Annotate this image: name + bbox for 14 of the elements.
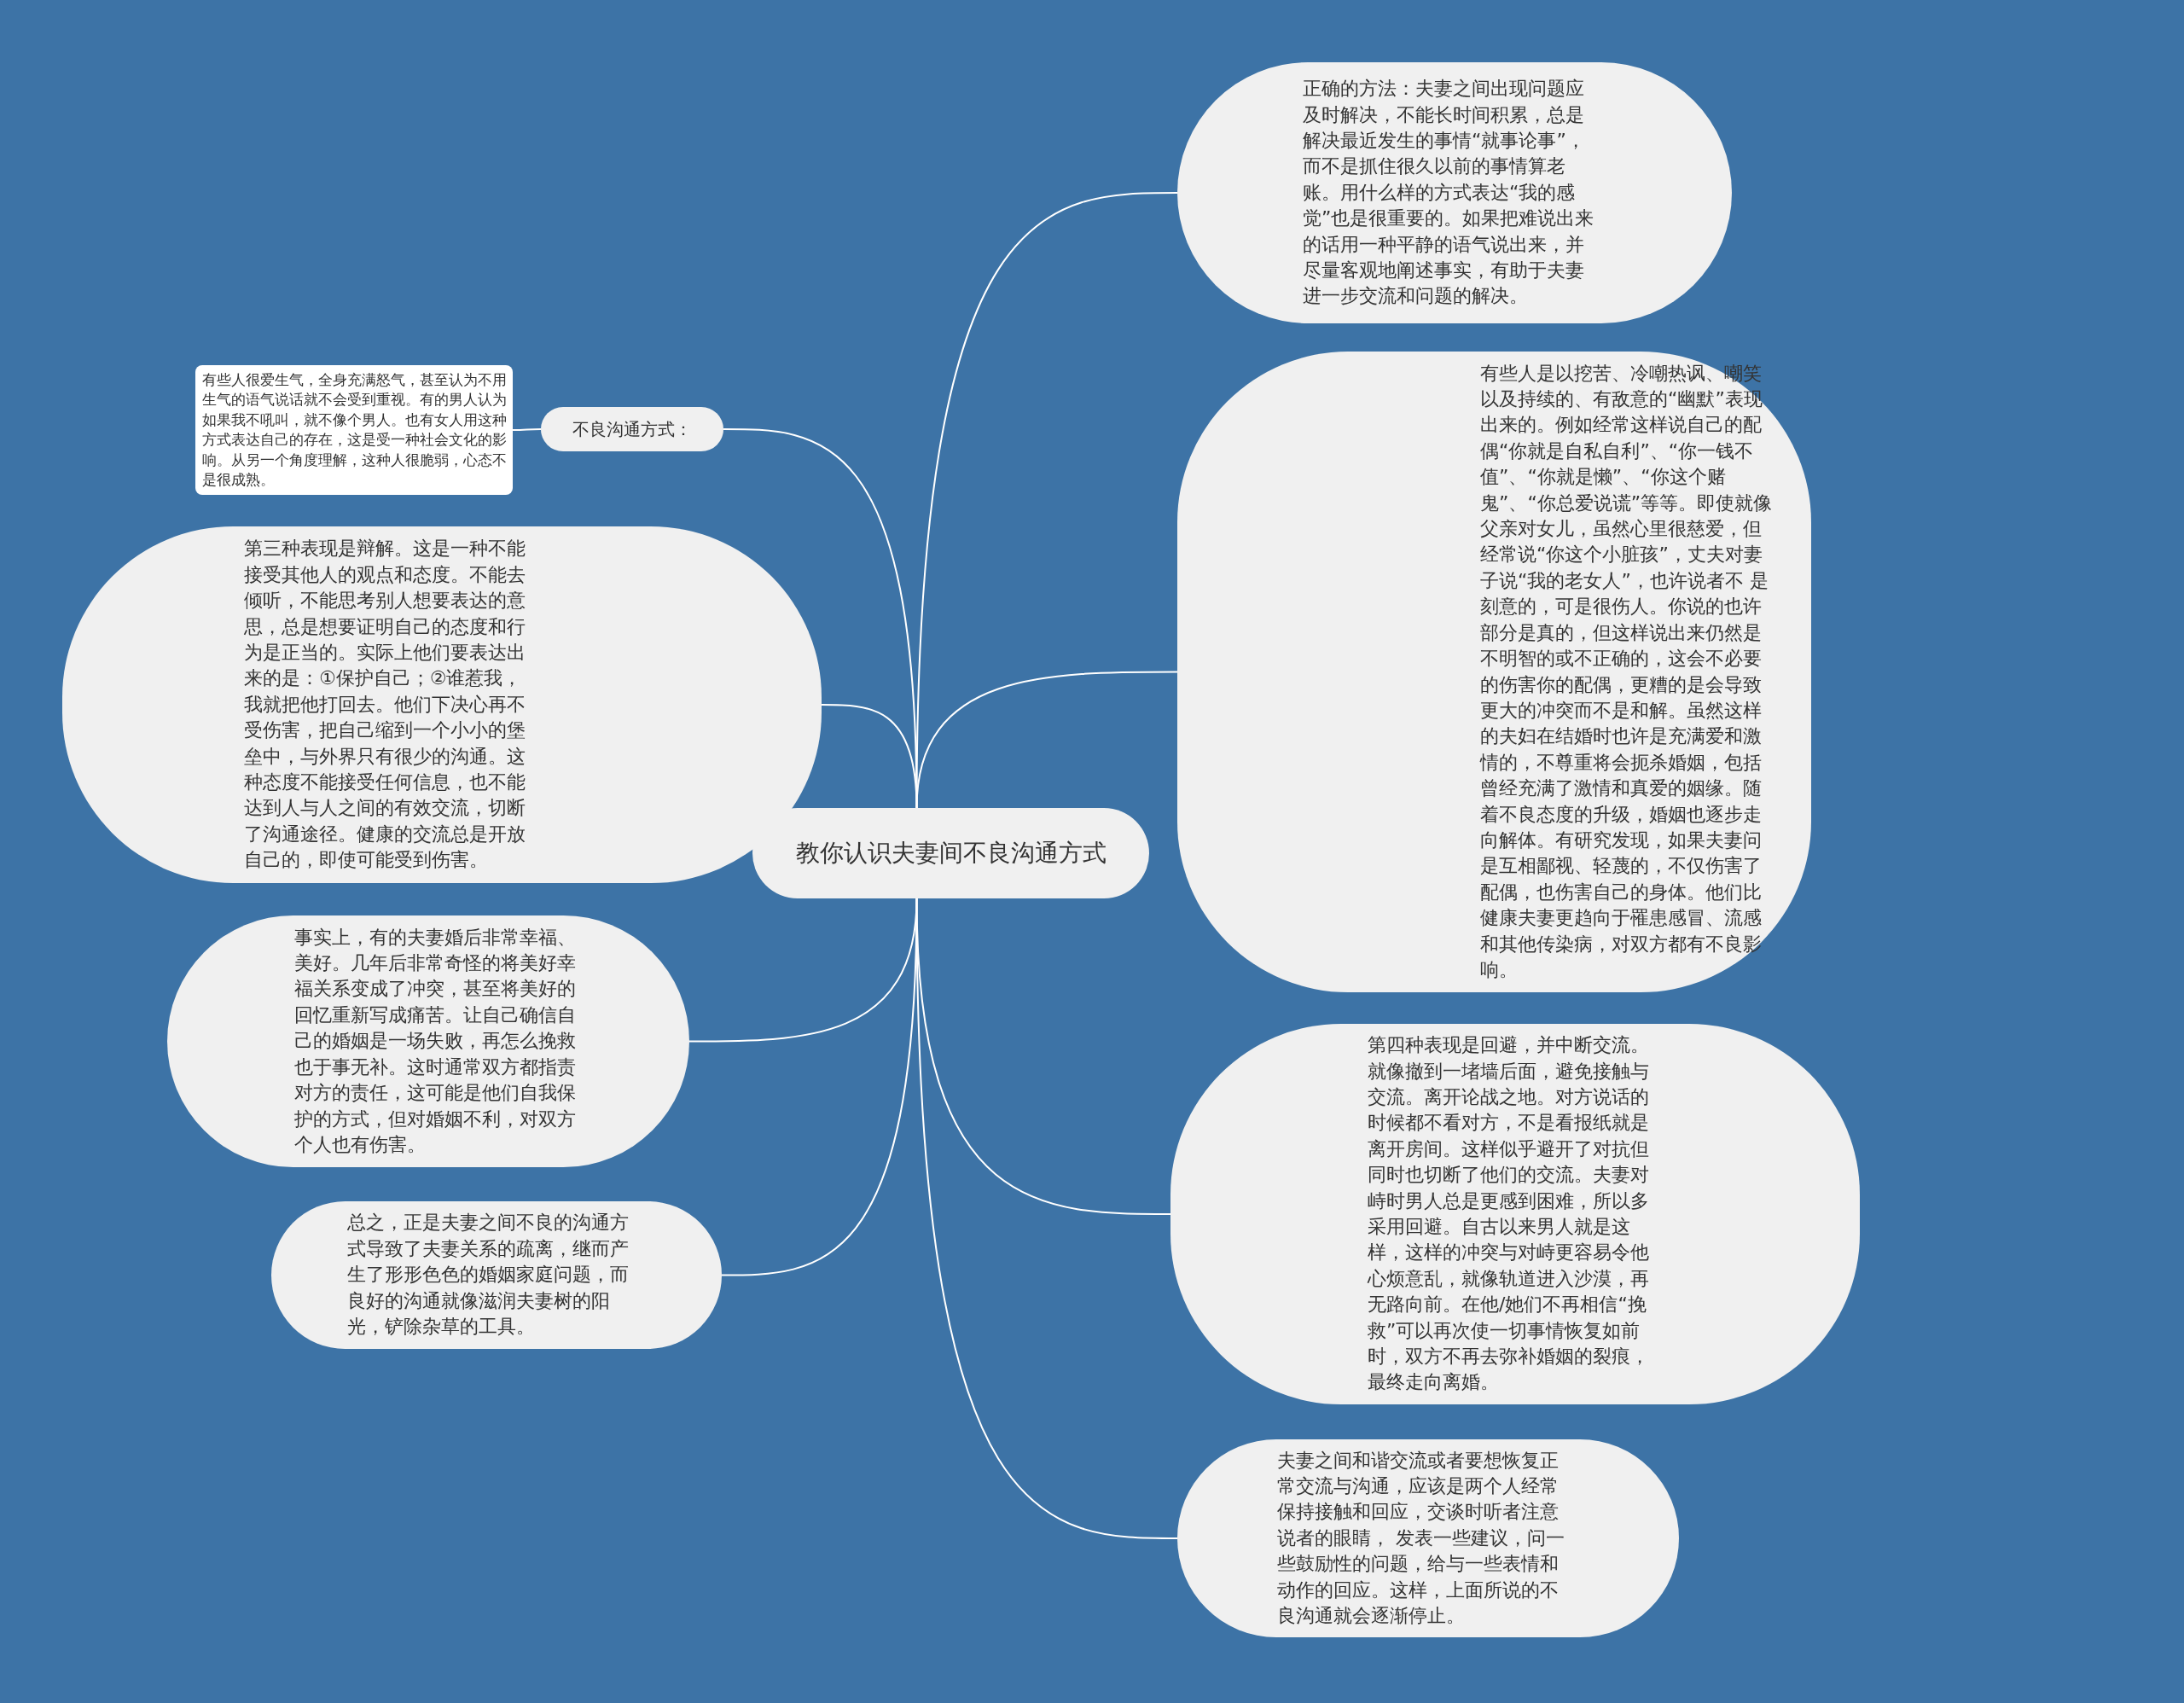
connector-line (721, 898, 918, 1276)
connector-line (821, 704, 918, 809)
topic-bubble: 事实上，有的夫妻婚后非常幸福、美好。几年后非常奇怪的将美好幸福关系变成了冲突，甚至将美好的回忆重新写成痛苦。让自己确信自己的婚姻是一场失败，再怎么挽救也于事无补。这时通常双方都指责对方的责任，这可能是他们自我保护的方式，但对婚姻不利，对双方个人也有伤害。 (167, 915, 689, 1167)
connector-line (512, 428, 542, 431)
topic-bubble: 正确的方法：夫妻之间出现问题应及时解决，不能长时间积累，总是解决最近发生的事情“就事论事”，而不是抓住很久以前的事情算老账。用什么样的方式表达“我的感觉”也是很重要的。如果把难说出来的话用一种平静的语气说出来，并尽量客观地阐述事实，有助于夫妻进一步交流和问题的解决。 (1177, 62, 1732, 323)
central-topic: 教你认识夫妻间不良沟通方式 (752, 808, 1149, 898)
connector-line (915, 898, 1178, 1539)
connector-line (915, 671, 1178, 809)
branch-label: 不良沟通方式： (541, 407, 723, 451)
topic-bubble: 夫妻之间和谐交流或者要想恢复正常交流与沟通，应该是两个人经常保持接触和回应，交谈时听者注意说者的眼睛， 发表一些建议，问一些鼓励性的问题，给与一些表情和动作的回应。这样，上面所说的不良沟通就会逐渐停止。 (1177, 1439, 1679, 1637)
topic-bubble: 总之，正是夫妻之间不良的沟通方式导致了夫妻关系的疏离，继而产生了形形色色的婚姻家庭问题，而良好的沟通就像滋润夫妻树的阳光，铲除杂草的工具。 (271, 1201, 722, 1349)
note-box: 有些人很爱生气，全身充满怒气，甚至认为不用生气的语气说话就不会受到重视。有的男人认为如果我不吼叫，就不像个男人。也有女人用这种方式表达自己的存在，这是受一种社会文化的影响。从另一个角度理解，这种人很脆弱，心态不是很成熟。 (195, 365, 513, 495)
topic-bubble: 有些人是以挖苦、冷嘲热讽、嘲笑以及持续的、有敌意的“幽默”表现出来的。例如经常这样说自己的配偶“你就是自私自利”、“你一钱不值”、“你就是懒”、“你这个赌鬼”、“你总爱说谎”等等。即使就像父亲对女儿，虽然心里很慈爱，但经常说“你这个小脏孩”，丈夫对妻子说“我的老女人”，也许说者不 是刻意的，可是很伤人。你说的也许部分是真的，但这样说出来仍然是不明智的或不正确的，这会不必要的伤害你的配偶，更糟的是会导致更大的冲突而不是和解。虽然这样的夫妇在结婚时也许是充满爱和激情的，不尊重将会扼杀婚姻，包括曾经充满了激情和真爱的姻缘。随着不良态度的升级，婚姻也逐步走向解体。有研究发现，如果夫妻问是互相鄙视、轻蔑的，不仅伤害了配偶，也伤害自己的身体。他们比健康夫妻更趋向于罹患感冒、流感和其他传染病，对双方都有不良影响。 (1177, 352, 1811, 992)
topic-bubble: 第四种表现是回避，并中断交流。就像撤到一堵墙后面，避免接触与交流。离开论战之地。对方说话的时候都不看对方，不是看报纸就是离开房间。这样似乎避开了对抗但同时也切断了他们的交流。夫妻对峙时男人总是更感到困难，所以多采用回避。自古以来男人就是这样，这样的冲突与对峙更容易令他心烦意乱，就像轨道进入沙漠，再无路向前。在他/她们不再相信“挽救”可以再次使一切事情恢复如前时，双方不再去弥补婚姻的裂痕，最终走向离婚。 (1170, 1024, 1860, 1404)
